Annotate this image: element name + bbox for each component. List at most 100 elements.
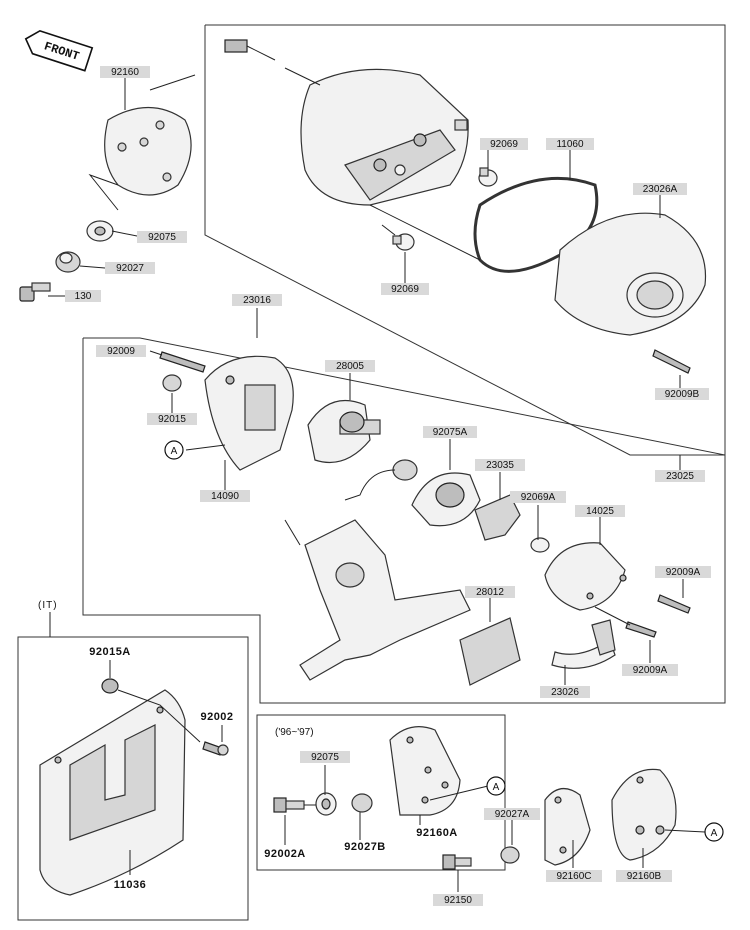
part-label-text: 28005 [336, 361, 364, 372]
part-label: 92150 [433, 894, 483, 906]
part-label-bold: 92015A [89, 646, 131, 658]
part-label: 11060 [546, 138, 594, 150]
part-label-text: 92075A [433, 427, 468, 438]
part-label-text: 23026 [551, 687, 579, 698]
part-label: 92160 [100, 66, 150, 78]
part-label: 28005 [325, 360, 375, 372]
part-label: 14025 [575, 505, 625, 517]
part-label-bold: 92002A [264, 848, 306, 860]
part-label: 92009 [96, 345, 146, 357]
part-label-text: 92075 [148, 232, 176, 243]
screw-92009 [159, 351, 206, 373]
plate-92160B [611, 768, 677, 861]
part-label-text: 92069A [521, 492, 556, 503]
part-label: 23025 [655, 470, 705, 482]
part-label-text: 130 [75, 291, 92, 302]
part-label: 14090 [200, 490, 250, 502]
part-label: 92009A [622, 664, 678, 676]
screw-92009B [652, 349, 691, 374]
part-label-text: 92075 [311, 752, 339, 763]
part-label-text: 28012 [476, 587, 504, 598]
ref-marker-text: A [493, 782, 500, 793]
screw-92009A-upper [657, 594, 691, 614]
part-label-text: 14090 [211, 491, 239, 502]
part-label-text: 92015 [158, 414, 186, 425]
part-label: 92009A [655, 566, 711, 578]
nut-92015 [162, 374, 182, 392]
part-label-text: 23035 [486, 460, 514, 471]
part-label-bold: 92002 [200, 711, 233, 723]
part-label: 28012 [465, 586, 515, 598]
socket-92075A [411, 472, 481, 527]
bulb-socket-wire [344, 459, 418, 501]
part-label: 130 [65, 290, 101, 302]
part-label-text: 92160 [111, 67, 139, 78]
variant-years-heading: ('96~'97) [275, 727, 314, 738]
washer-92075 [86, 220, 114, 242]
part-label-text: 92069 [490, 139, 518, 150]
screw-92009A-lower [625, 621, 657, 638]
holder-23035 [474, 494, 521, 541]
part-label: 23026A [633, 183, 687, 195]
part-label-text: 92160B [627, 871, 662, 882]
cover-14090 [204, 355, 294, 471]
plate-92160C [544, 788, 591, 866]
socket-28005 [307, 399, 381, 464]
nut-92015A [101, 678, 119, 694]
part-label-text: 92069 [391, 284, 419, 295]
part-label-text: 23026A [643, 184, 678, 195]
part-label-text: 92009A [666, 567, 701, 578]
bulb-92069A [530, 537, 550, 553]
part-label: 92027A [484, 808, 540, 820]
lens-14025 [544, 542, 627, 611]
part-label-bold: 92027B [344, 841, 386, 853]
part-label: 92075A [423, 426, 477, 438]
upper-assembly-frame [204, 24, 726, 456]
part-label: 92069A [510, 491, 566, 503]
variant-it-heading: (IT) [38, 600, 58, 611]
ref-marker-text: A [171, 446, 178, 457]
part-label-bold: 11036 [114, 879, 146, 891]
ref-marker-a-92160B: A [704, 822, 724, 842]
trim-23026 [551, 619, 616, 669]
part-label-text: 92027 [116, 263, 144, 274]
bolt-92150 [442, 854, 472, 870]
part-label-text: 14025 [586, 506, 614, 517]
part-label-text: 92027A [495, 809, 530, 820]
bolt-92002A [273, 797, 305, 813]
bulb-92069-upper [478, 167, 498, 187]
wire-connector [224, 39, 321, 86]
part-label: 92069 [381, 283, 429, 295]
license-bracket [299, 519, 471, 681]
reflector-28012 [459, 617, 521, 686]
part-label: 92009B [655, 388, 709, 400]
it-variant-frame [17, 636, 249, 921]
part-label: 92027 [105, 262, 155, 274]
part-label: 92075 [137, 231, 187, 243]
washer-92075-variant [315, 792, 337, 816]
part-label-text: 23025 [666, 471, 694, 482]
middle-assembly-frame [82, 337, 726, 704]
part-label: 92160B [616, 870, 672, 882]
front-arrow-badge: FRONT [24, 29, 94, 72]
part-label: 23026 [540, 686, 590, 698]
collar-92027 [55, 251, 81, 273]
part-label-text: 92160C [556, 871, 591, 882]
ref-marker-a-92160A: A [486, 776, 506, 796]
plate-92160A [389, 726, 461, 816]
part-label-text: 92150 [444, 895, 472, 906]
bulb-92069-lower [392, 233, 415, 251]
bolt-130 [19, 282, 51, 302]
part-label-text: 92009A [633, 665, 668, 676]
collar-92027B [351, 793, 373, 813]
part-label-bold: 92160A [416, 827, 458, 839]
part-label: 23035 [475, 459, 525, 471]
part-label-text: 11060 [556, 139, 584, 150]
ref-marker-a-cover: A [164, 440, 184, 460]
ref-marker-text: A [711, 828, 718, 839]
lens-23026A [554, 212, 707, 336]
part-label-text: 92009B [665, 389, 700, 400]
mounting-plate-92160 [104, 106, 192, 196]
part-label-text: 92009 [107, 346, 135, 357]
bolt-92002 [202, 741, 229, 756]
